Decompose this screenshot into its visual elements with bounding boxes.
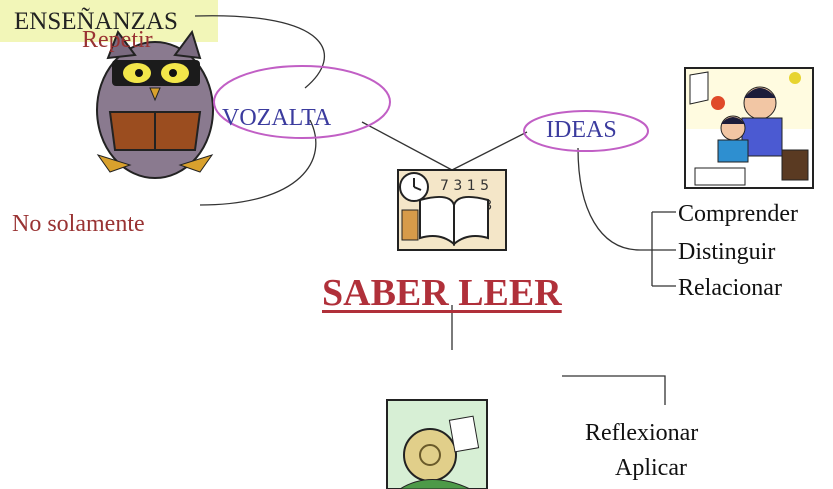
diagram-title: SABER LEER: [322, 272, 562, 314]
connector-lines: [194, 15, 676, 405]
ideas-label: IDEAS: [546, 117, 617, 143]
arc-bottom: [199, 119, 317, 206]
vozalta-bubble: [213, 65, 391, 139]
arc-top: [194, 15, 326, 89]
ideas-bubble: [523, 110, 649, 152]
idea-item-distinguir: Distinguir: [678, 239, 776, 265]
note-repetir: Repetir: [82, 27, 153, 53]
teaching-item-aplicar: Aplicar: [615, 455, 687, 481]
note-no-solamente: No solamente: [12, 211, 145, 237]
vozalta-label: VOZALTA: [222, 105, 332, 131]
teaching-item-reflexionar: Reflexionar: [585, 420, 699, 446]
idea-item-comprender: Comprender: [678, 201, 798, 227]
connector-ideas-center: [451, 131, 528, 171]
ensenanzas-box: ENSEÑANZAS: [0, 0, 218, 42]
person-writing-clipart: [386, 399, 488, 489]
connector-ideas-list: [577, 147, 641, 251]
ensenanzas-label: ENSEÑANZAS: [14, 8, 178, 35]
children-studying-clipart: [684, 67, 814, 189]
book-clock-numbers-clipart: 7 3 1 5 2 3: [397, 169, 507, 251]
connector-vozalta-center: [361, 121, 453, 171]
owl-reading-clipart: [96, 29, 214, 179]
connector-ensenanzas-items: [562, 375, 666, 405]
idea-item-relacionar: Relacionar: [678, 275, 782, 301]
svg-text:7 3 1 5: 7 3 1 5: [440, 178, 489, 194]
